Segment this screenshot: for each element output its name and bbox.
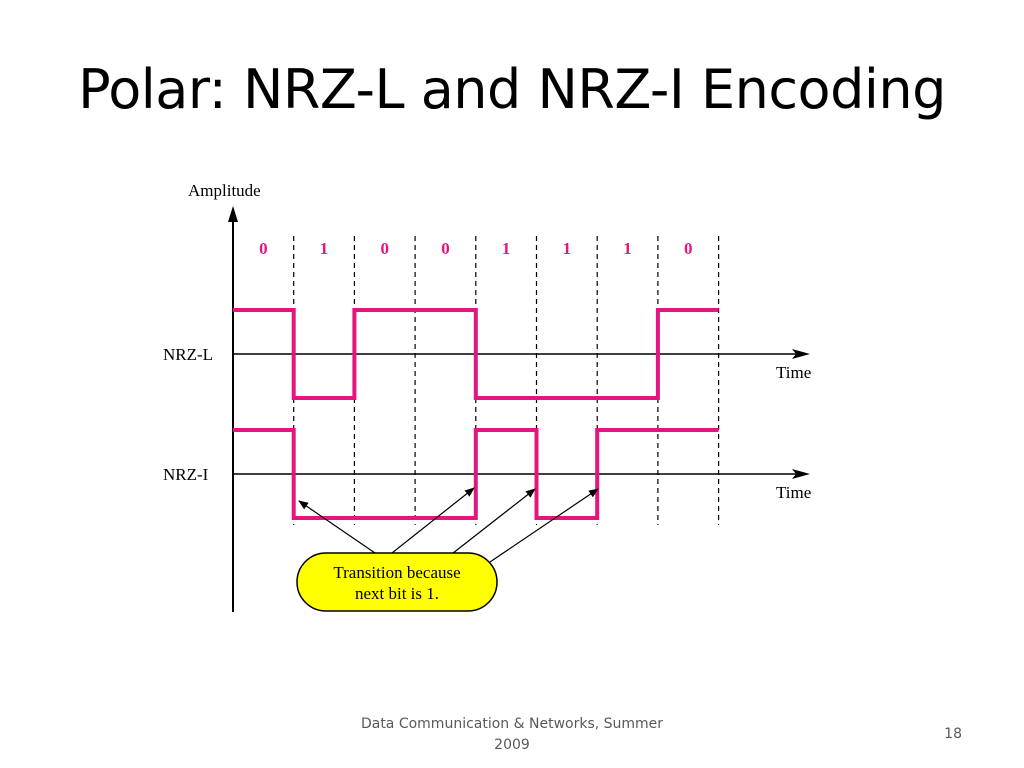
bit-label: 0 — [441, 239, 450, 258]
bit-label: 1 — [320, 239, 329, 258]
callout-arrow-4 — [489, 488, 599, 563]
callout-text-line-2: next bit is 1. — [355, 584, 439, 603]
bit-label: 1 — [502, 239, 511, 258]
callout-text-line-1: Transition because — [333, 563, 460, 582]
nrz-i-time-axis-arrow — [792, 469, 810, 479]
bit-label: 1 — [623, 239, 632, 258]
bit-dividers — [293, 236, 720, 525]
nrz-l-waveform — [233, 308, 719, 400]
nrz-i-time-label: Time — [776, 483, 811, 502]
bit-labels: 0 1 0 0 1 1 1 0 — [259, 239, 692, 258]
slide-footer: Data Communication & Networks, Summer 20… — [360, 716, 664, 753]
bit-label: 0 — [684, 239, 693, 258]
nrz-l-time-label: Time — [776, 363, 811, 382]
callout-bubble — [296, 552, 498, 612]
nrz-i-label: NRZ-I — [163, 465, 209, 484]
nrz-l-time-axis-arrow — [792, 349, 810, 359]
amplitude-axis-arrow — [228, 206, 238, 222]
callout-arrow-2 — [391, 487, 475, 554]
callout-arrow-3 — [447, 488, 536, 558]
bit-label: 0 — [381, 239, 390, 258]
page-number: 18 — [944, 726, 962, 742]
nrz-l-label: NRZ-L — [163, 345, 213, 364]
callout-arrows — [298, 487, 599, 563]
slide-title: Polar: NRZ-L and NRZ-I Encoding — [78, 58, 946, 121]
amplitude-label: Amplitude — [188, 181, 261, 200]
bit-label: 0 — [259, 239, 268, 258]
nrz-i-waveform — [233, 428, 719, 520]
bit-label: 1 — [563, 239, 572, 258]
callout-arrow-1 — [298, 500, 376, 554]
